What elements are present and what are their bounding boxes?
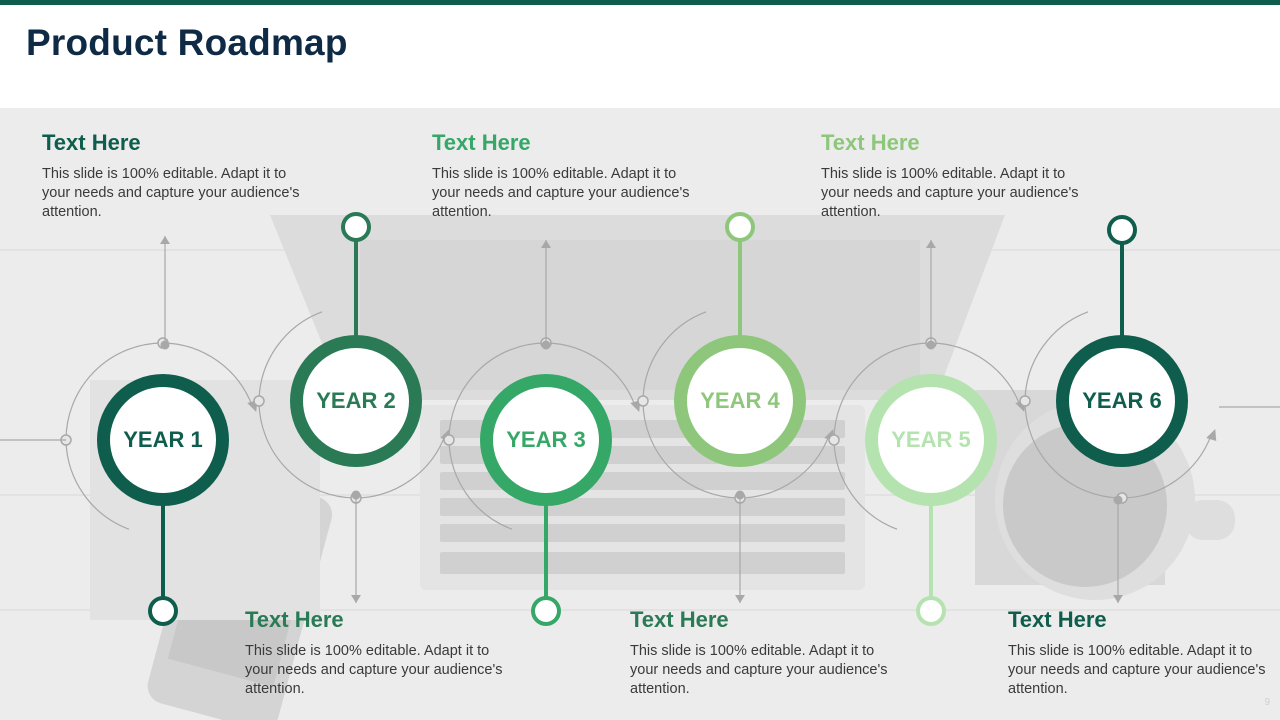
connector-arc bbox=[448, 342, 547, 441]
year-pin-head bbox=[531, 596, 561, 626]
year-label: YEAR 6 bbox=[1082, 388, 1162, 413]
pointer-arrowhead bbox=[735, 595, 745, 603]
text-block-heading: Text Here bbox=[432, 130, 531, 155]
text-block-heading: Text Here bbox=[821, 130, 920, 155]
pointer-dot bbox=[351, 490, 361, 500]
connector-arc bbox=[258, 400, 357, 499]
connector-arc bbox=[65, 439, 130, 530]
year-label: YEAR 1 bbox=[123, 427, 203, 452]
connector-dot bbox=[828, 434, 840, 446]
connector-arc bbox=[1024, 311, 1089, 402]
pointer-dot bbox=[735, 490, 745, 500]
text-block-body: This slide is 100% editable. Adapt it to… bbox=[245, 643, 503, 697]
page-number: 9 bbox=[1264, 697, 1270, 708]
connector-arc bbox=[739, 434, 830, 499]
connector-arc bbox=[833, 342, 932, 441]
connector-dot bbox=[1019, 395, 1031, 407]
connector-arc bbox=[258, 311, 323, 402]
text-block-body: This slide is 100% editable. Adapt it to… bbox=[1008, 643, 1266, 697]
pointer-arrowhead bbox=[926, 240, 936, 248]
top-accent-bar bbox=[0, 0, 1280, 5]
connector-dot bbox=[443, 434, 455, 446]
year-label: YEAR 4 bbox=[700, 388, 780, 413]
year-label: YEAR 2 bbox=[316, 388, 396, 413]
connector-dot bbox=[637, 395, 649, 407]
year-pin-head bbox=[725, 212, 755, 242]
text-block-body: This slide is 100% editable. Adapt it to… bbox=[432, 166, 690, 220]
year-circle bbox=[1069, 348, 1175, 454]
text-block-heading: Text Here bbox=[245, 607, 344, 632]
connector-arc bbox=[355, 434, 446, 499]
connector-dot bbox=[253, 395, 265, 407]
text-block-body: This slide is 100% editable. Adapt it to… bbox=[821, 166, 1079, 220]
connector-arc bbox=[65, 342, 164, 441]
connector-arc bbox=[642, 400, 741, 499]
year-circle bbox=[110, 387, 216, 493]
connector-arc bbox=[642, 311, 707, 402]
connector-arc bbox=[162, 342, 253, 407]
pointer-arrowhead bbox=[1113, 595, 1123, 603]
year-circle bbox=[303, 348, 409, 454]
year-pin-head bbox=[1107, 215, 1137, 245]
pointer-dot bbox=[541, 340, 551, 350]
year-circle bbox=[687, 348, 793, 454]
connector-arc bbox=[930, 342, 1021, 407]
pointer-dot bbox=[1113, 495, 1123, 505]
connector-arc bbox=[833, 439, 898, 530]
connector-arc bbox=[448, 439, 513, 530]
year-pin-head bbox=[341, 212, 371, 242]
text-block-heading: Text Here bbox=[630, 607, 729, 632]
text-block-heading: Text Here bbox=[42, 130, 141, 155]
pointer-dot bbox=[160, 340, 170, 350]
connector-arrowhead bbox=[1206, 428, 1217, 441]
connector-arc bbox=[545, 342, 636, 407]
year-label: YEAR 3 bbox=[506, 427, 586, 452]
year-pin-head bbox=[148, 596, 178, 626]
year-circle bbox=[493, 387, 599, 493]
text-block-body: This slide is 100% editable. Adapt it to… bbox=[42, 166, 300, 220]
text-block-heading: Text Here bbox=[1008, 607, 1107, 632]
pointer-arrowhead bbox=[541, 240, 551, 248]
pointer-arrowhead bbox=[351, 595, 361, 603]
year-label: YEAR 5 bbox=[891, 427, 971, 452]
pointer-arrowhead bbox=[160, 236, 170, 244]
text-block-body: This slide is 100% editable. Adapt it to… bbox=[630, 643, 888, 697]
year-pin-head bbox=[916, 596, 946, 626]
page-title: Product Roadmap bbox=[26, 22, 348, 63]
year-circle bbox=[878, 387, 984, 493]
connector-arc bbox=[1024, 400, 1123, 499]
pointer-dot bbox=[926, 340, 936, 350]
connector-arc bbox=[1121, 434, 1212, 499]
